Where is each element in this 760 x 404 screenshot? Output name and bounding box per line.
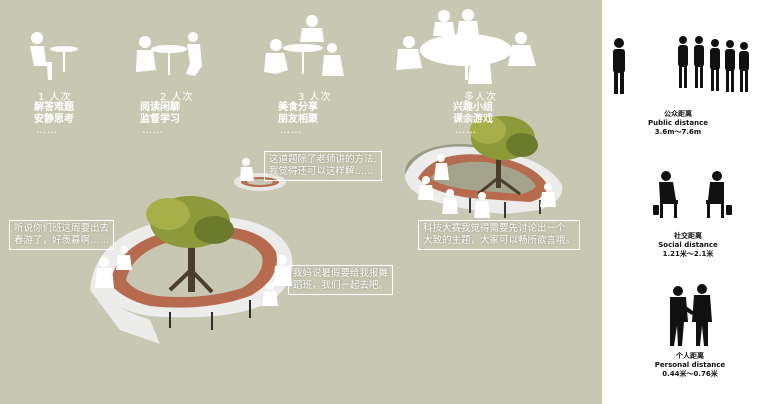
group-1-count: 1 人次 [38,92,72,103]
group-3-dots: …… [280,125,302,136]
personal-distance-range: 0.44米～0.76米 [662,370,718,378]
group-many-activity: 兴趣小组 课余游戏 [453,102,493,125]
group-2-silhouette [136,32,202,76]
bubble-spring-trip: 听说你们班这周要出去 春游了，好羡慕啊…… [9,220,115,250]
group-3-count: 3 人次 [298,92,332,103]
bubble-dance-class: 我妈说暑假要给我报舞 蹈班，我们一起去吧。 [288,265,394,295]
social-distance-en: Social distance [658,241,718,249]
group-many-silhouette [396,9,536,84]
public-distance-range: 3.6m～7.6m [654,128,702,136]
public-distance-cn: 公众距离 [664,110,692,118]
public-distance-en: Public distance [647,119,709,127]
group-many-count: 多人次 [464,92,497,103]
group-2-dots: …… [142,125,164,136]
group-1-silhouette [30,32,78,80]
group-many-dots: …… [455,125,477,136]
personal-distance-en: Personal distance [654,361,726,369]
public-distance-label: 公众距离 Public distance 3.6m～7.6m [638,110,718,137]
large-bench-scene [90,196,293,344]
group-1-dots: …… [36,125,58,136]
social-distance-figures [653,171,732,218]
group-3-silhouette [264,15,344,76]
group-2-count: 2 人次 [160,92,194,103]
personal-distance-figures [670,284,712,346]
group-2-activity: 阅读闲聊 监督学习 [140,102,180,125]
personal-distance-label: 个人距离 Personal distance 0.44米～0.76米 [650,352,730,379]
bubble-teacher-method: 这道题除了老师讲的方法, 我觉得还可以这样解…… [264,151,382,181]
social-distance-cn: 社交距离 [674,232,702,240]
social-distance-label: 社交距离 Social distance 1.21米～2.1米 [648,232,728,259]
personal-distance-cn: 个人距离 [676,352,704,360]
public-distance-figures [613,36,749,94]
small-round-bench [234,158,286,191]
group-1-activity: 解答难题 安静思考 [34,102,74,125]
social-distance-range: 1.21米～2.1米 [662,250,714,258]
bubble-science-fair: 科技大赛我觉得需要先讨论出一个 大致的主题，大家可以畅所欲言哦。 [418,220,581,250]
group-3-activity: 美食分享 朋友相聚 [278,102,318,125]
upper-bench-scene [405,116,563,218]
